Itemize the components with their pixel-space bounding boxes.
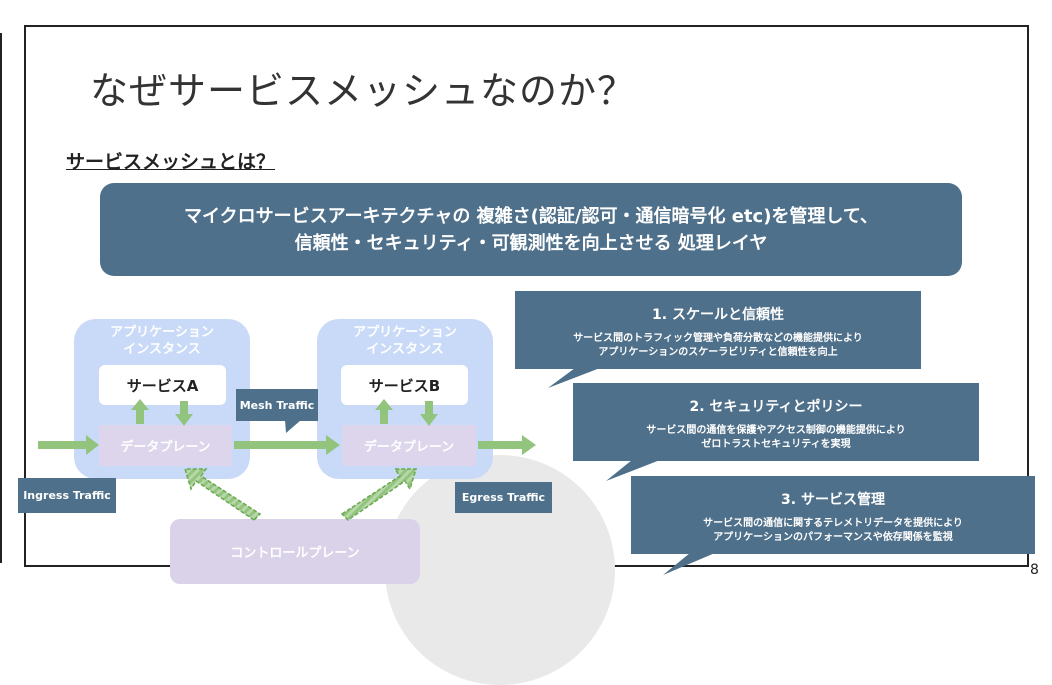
app-instance-b-label-line-1: アプリケーション: [353, 325, 457, 340]
callout-1-line-2: アプリケーションのスケーラビリティと信頼性を向上: [598, 347, 838, 358]
callout-2-tail: [606, 460, 660, 481]
egress-traffic-label: Egress Traffic: [455, 482, 552, 513]
data-plane-b: データプレーン: [342, 425, 476, 466]
section-subtitle: サービスメッシュとは？: [66, 151, 276, 173]
left-edge-rule: [0, 33, 2, 563]
mesh-arrow: [234, 435, 340, 455]
callout-2: 2. セキュリティとポリシー サービス間の通信を保護やアクセス制御の機能提供によ…: [573, 383, 979, 461]
mesh-traffic-pointer: [285, 420, 301, 433]
callout-2-title: 2. セキュリティとポリシー: [689, 399, 863, 415]
service-a-up-arrow: [131, 399, 149, 424]
definition-box: マイクロサービスアーキテクチャの 複雑さ(認証/認可・通信暗号化 etc)を管理…: [100, 183, 962, 276]
callout-3-title: 3. サービス管理: [781, 492, 885, 508]
service-a-down-arrow: [175, 401, 193, 426]
service-b-box: サービスB: [341, 365, 468, 405]
control-to-a-arrow: [183, 468, 262, 521]
service-a-box: サービスA: [99, 365, 226, 405]
callout-1-tail: [548, 368, 600, 388]
app-instance-b-label: アプリケーション インスタンス: [317, 324, 493, 358]
app-instance-a-label: アプリケーション インスタンス: [74, 324, 250, 358]
callout-3-tail: [663, 553, 715, 575]
ingress-arrow: [38, 435, 99, 455]
mesh-traffic-label: Mesh Traffic: [236, 389, 318, 421]
app-instance-a-label-line-2: インスタンス: [123, 342, 201, 357]
slide-title: なぜサービスメッシュなのか？: [90, 69, 637, 113]
app-instance-b-label-line-2: インスタンス: [366, 342, 444, 357]
callout-2-line-1: サービス間の通信を保護やアクセス制御の機能提供により: [646, 425, 906, 436]
callout-3-line-2: アプリケーションのパフォーマンスや依存関係を監視: [713, 532, 953, 543]
definition-line-2: 信頼性・セキュリティ・可観測性を向上させる 処理レイヤ: [294, 233, 768, 254]
ingress-traffic-label: Ingress Traffic: [18, 478, 116, 513]
page-number: 8: [1030, 562, 1039, 578]
service-b-up-arrow: [375, 399, 393, 424]
control-plane-box: コントロールプレーン: [170, 519, 420, 584]
callout-3: 3. サービス管理 サービス間の通信に関するテレメトリデータを提供により アプリ…: [631, 476, 1035, 554]
callout-1-title: 1. スケールと信頼性: [652, 307, 784, 323]
service-b-down-arrow: [420, 401, 438, 426]
callout-1-line-1: サービス間のトラフィック管理や負荷分散などの機能提供により: [573, 333, 863, 344]
egress-arrow: [478, 435, 536, 455]
callout-2-line-2: ゼロトラストセキュリティを実現: [701, 439, 851, 450]
data-plane-a: データプレーン: [99, 425, 232, 466]
definition-line-1: マイクロサービスアーキテクチャの 複雑さ(認証/認可・通信暗号化 etc)を管理…: [184, 206, 878, 227]
app-instance-a-label-line-1: アプリケーション: [110, 325, 214, 340]
diagram-arrows: [38, 399, 536, 521]
control-to-b-arrow: [340, 468, 418, 521]
callout-3-line-1: サービス間の通信に関するテレメトリデータを提供により: [703, 518, 963, 529]
callout-tails: [548, 368, 715, 575]
callout-1: 1. スケールと信頼性 サービス間のトラフィック管理や負荷分散などの機能提供によ…: [515, 291, 921, 369]
